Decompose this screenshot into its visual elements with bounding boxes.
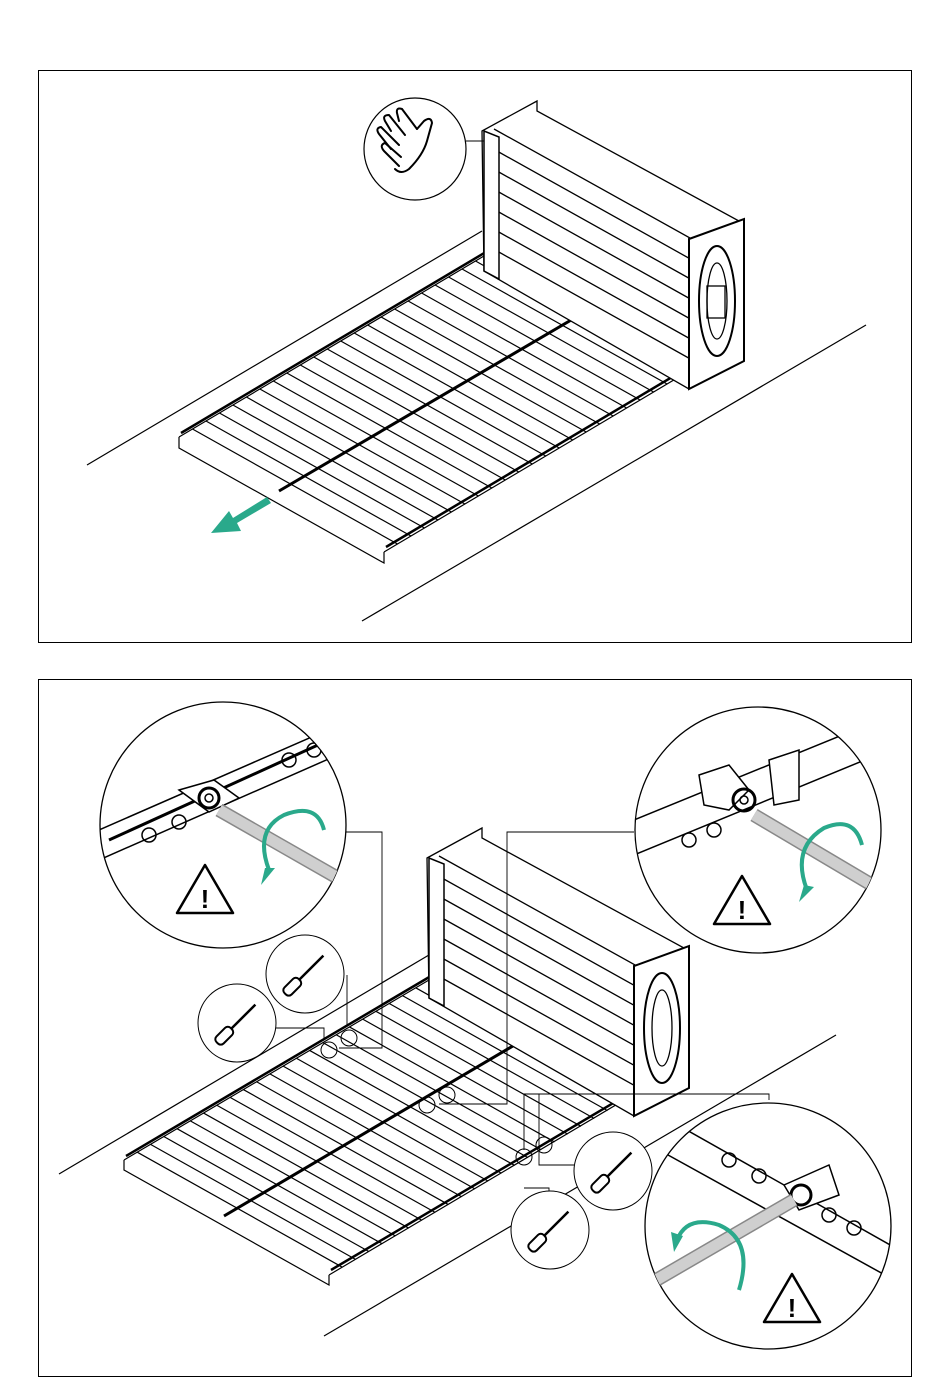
hand-icon-bubble <box>364 98 484 200</box>
cover-slat <box>354 333 559 448</box>
step-1-illustration <box>39 71 913 644</box>
warning-symbol: ! <box>201 884 210 914</box>
cover-slat <box>341 341 546 456</box>
pull-direction-arrow-icon <box>211 497 271 533</box>
warning-symbol: ! <box>788 1293 797 1323</box>
detail-bubble-top-left: ! <box>99 702 359 948</box>
step-2-illustration: ! ! <box>39 680 913 1378</box>
cover-slat <box>327 349 532 464</box>
floor-edge-left <box>87 231 482 465</box>
screwdriver-bubble <box>266 935 344 1013</box>
cover-slat <box>314 357 519 472</box>
screwdriver-bubble <box>574 1132 652 1210</box>
cover-slat <box>246 397 451 512</box>
detail-bubble-top-right: ! <box>634 707 889 953</box>
attachment-point-markers <box>321 1030 552 1165</box>
detail-bubble-bottom-right: ! <box>639 1103 899 1349</box>
screwdriver-bubble <box>511 1191 589 1269</box>
roller-box <box>482 101 744 389</box>
screwdriver-bubble <box>198 984 276 1062</box>
step-2-panel: ! ! <box>38 679 912 1377</box>
cover-slat <box>177 1129 382 1244</box>
cover-slat <box>273 381 478 496</box>
cover-slat <box>137 1152 342 1267</box>
step-1-panel <box>38 70 912 643</box>
cover-slat <box>190 1121 395 1236</box>
cover-slat <box>164 1137 369 1252</box>
warning-symbol: ! <box>738 895 747 925</box>
cover-slat <box>287 373 492 488</box>
cover-slat <box>260 389 465 504</box>
cover-slat <box>300 365 505 480</box>
